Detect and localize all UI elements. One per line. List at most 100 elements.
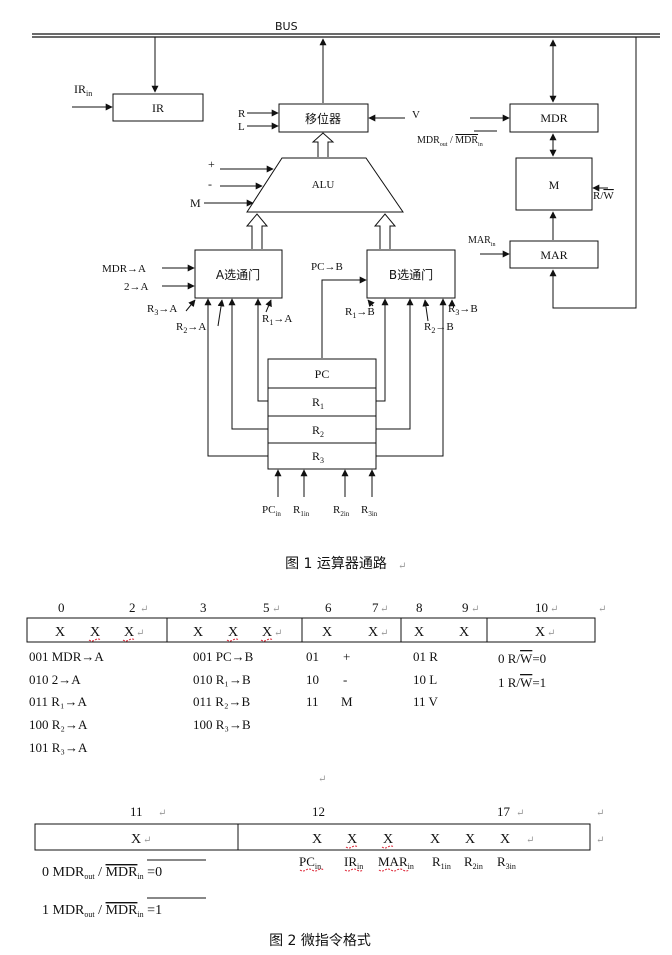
mar-register-label: MAR — [540, 248, 567, 262]
field2-code-100: 100 R₃→B — [193, 717, 251, 732]
bus-label: BUS — [275, 20, 298, 33]
x-mark: X — [131, 832, 141, 847]
r3-register-label: R3 — [312, 449, 324, 465]
x-mark: X — [124, 625, 134, 640]
r2-to-b-path — [376, 298, 414, 430]
x-mark: X — [383, 832, 393, 847]
alu-m-label: M — [190, 196, 201, 210]
alu-to-shifter-arrow — [311, 132, 335, 157]
bit-0: 0 — [58, 600, 65, 615]
r3-to-b-path — [376, 298, 447, 457]
bit-6: 6 — [325, 600, 332, 615]
r3-to-a-path — [204, 298, 268, 457]
r2-in-label: R2in — [333, 504, 350, 518]
spellcheck-squiggle — [122, 638, 136, 642]
field1-code-100: 100 R₂→A — [29, 717, 88, 732]
x-mark: X — [535, 625, 545, 640]
field2-code-010: 010 R₁→B — [193, 672, 251, 687]
r1-to-a-ctrl-arrow — [265, 299, 272, 313]
para-mark: ↵ — [596, 808, 604, 819]
rw-label: R/W — [593, 190, 614, 202]
bit-9: 9 — [462, 600, 469, 615]
r1-to-b-ctrl-arrow — [367, 299, 375, 308]
a-gate-to-alu-arrow — [245, 213, 269, 249]
alu-trapezoid — [246, 157, 404, 213]
r1-to-b-label: R1→B — [345, 306, 375, 320]
para-mark: ↵ — [136, 628, 144, 639]
field5-code-0: 0 R/W=0 — [498, 651, 546, 666]
bit-5: 5 — [263, 600, 270, 615]
field4-code-10: 10 L — [413, 672, 437, 687]
x-mark: X — [465, 832, 475, 847]
pc-to-b-label: PC→B — [311, 261, 343, 273]
figure-1-datapath: BUS IR IRin 移位器 R L V ALU + - M A选通门 MDR… — [32, 20, 660, 518]
field3-label-minus: - — [343, 672, 347, 687]
alu-plus-label: + — [208, 157, 215, 171]
bus — [32, 33, 660, 38]
para-mark: ↵ — [516, 808, 524, 819]
pc-to-b-arrow — [321, 276, 367, 358]
field1-code-010: 010 2→A — [29, 672, 81, 687]
shift-v-label: V — [412, 109, 420, 121]
bit-2: 2 — [129, 600, 136, 615]
r2-to-b-label: R2→B — [424, 321, 454, 335]
ir-in-label: IRin — [74, 82, 92, 98]
mdr-to-a-label: MDR→A — [102, 263, 146, 275]
para-mark: ↵ — [143, 835, 151, 846]
field2-code-011: 011 R₂→B — [193, 694, 250, 709]
pc-register-label: PC — [315, 367, 330, 381]
para-mark: ↵ — [596, 835, 604, 846]
shift-l-label: L — [238, 121, 245, 133]
shift-r-label: R — [238, 108, 246, 120]
para-mark: ↵ — [318, 774, 326, 785]
r1-register-label: R1 — [312, 395, 324, 411]
spellcheck-squiggle — [381, 845, 395, 849]
x-mark: X — [430, 832, 440, 847]
bit-3: 3 — [200, 600, 207, 615]
bit-10: 10 — [535, 600, 548, 615]
microinstruction-row-2 — [34, 823, 591, 851]
field4-code-11: 11 V — [413, 694, 439, 709]
r2-to-a-label: R2→A — [176, 321, 206, 335]
memory-label: M — [549, 178, 560, 192]
para-mark: ↵ — [380, 628, 388, 639]
shifter-box — [278, 103, 369, 133]
two-to-a-label: 2→A — [124, 281, 149, 293]
figure-2-caption: 图 2 微指令格式 — [269, 933, 371, 949]
field3-code-10: 10 — [306, 672, 319, 687]
x-mark: X — [262, 625, 272, 640]
b-gate-to-alu-arrow — [373, 213, 397, 249]
x-mark: X — [459, 625, 469, 640]
x-mark: X — [368, 625, 378, 640]
bus-to-mar-path — [549, 37, 637, 309]
spellcheck-squiggle — [260, 638, 274, 642]
r2-to-a-ctrl-arrow — [217, 299, 225, 327]
spellcheck-squiggle — [226, 638, 240, 642]
x-mark: X — [90, 625, 100, 640]
alu-minus-label: - — [208, 177, 212, 191]
a-gate-box — [194, 249, 283, 299]
x-mark: X — [228, 625, 238, 640]
figure-2-microinstruction: 0 2 3 5 6 7 8 9 10 ↵ ↵ ↵ ↵ ↵ ↵ X X X X X… — [26, 600, 606, 919]
signal-mar-in: MARin — [378, 854, 414, 871]
microinstruction-row-1 — [26, 617, 596, 643]
field1-code-011: 011 R₁→A — [29, 694, 87, 709]
mar-in-label: MARin — [468, 235, 495, 248]
b-gate-label: B选通门 — [389, 267, 433, 282]
x-mark: X — [312, 832, 322, 847]
field1-code-001: 001 MDR→A — [29, 649, 104, 664]
x-mark: X — [322, 625, 332, 640]
r3-to-a-ctrl-arrow — [185, 299, 196, 312]
para-mark: ↵ — [471, 604, 479, 615]
r1-to-b-path — [376, 298, 389, 402]
x-mark: X — [193, 625, 203, 640]
field4-code-01: 01 R — [413, 649, 438, 664]
r2-to-b-ctrl-arrow — [422, 299, 430, 322]
para-mark: ↵ — [550, 604, 558, 615]
field6-code-1: 1 MDRout / MDRin =1 — [42, 903, 162, 919]
bit-8: 8 — [416, 600, 423, 615]
pc-in-label: PCin — [262, 504, 281, 518]
spellcheck-squiggle — [378, 868, 410, 872]
r3-to-b-label: R3→B — [448, 303, 478, 317]
